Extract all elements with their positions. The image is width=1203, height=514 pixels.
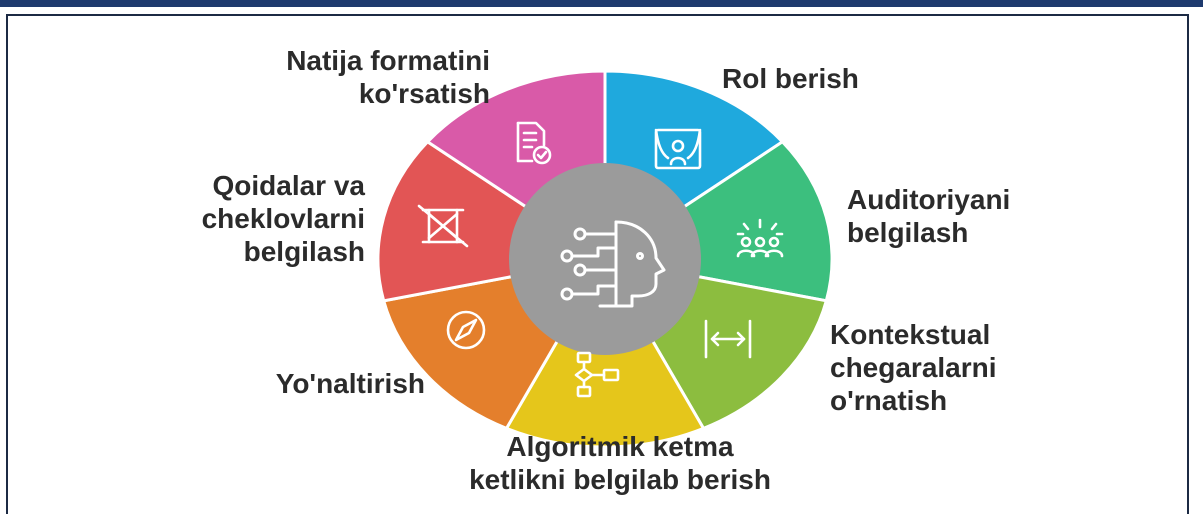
- theater-curtain-person-icon: [654, 128, 702, 170]
- label-kontekstual-chegaralarni: Kontekstual chegaralarni o'rnatish: [830, 319, 997, 416]
- label-yonaltirish: Yo'naltirish: [275, 368, 425, 399]
- crossed-rules-icon: [417, 204, 469, 248]
- label-algoritmik-ketma: Algoritmik ketma ketlikni belgilab beris…: [469, 431, 771, 495]
- label-qoidalar-va-cheklovlarni: Qoidalar va cheklovlarni belgilash: [201, 170, 365, 267]
- ai-head-circuit-icon: [560, 220, 666, 308]
- center-circle: [509, 163, 701, 355]
- label-natija-formatini: Natija formatini ko'rsatish: [286, 45, 490, 109]
- audience-group-icon: [736, 218, 784, 258]
- compass-icon: [446, 310, 486, 350]
- label-auditoriyani-belgilash: Auditoriyani belgilash: [847, 184, 1011, 248]
- top-banner-bar: [0, 0, 1203, 7]
- bounded-arrows-icon: [704, 319, 752, 359]
- flowchart-icon: [574, 351, 620, 398]
- document-check-icon: [516, 121, 552, 165]
- label-rol-berish: Rol berish: [722, 63, 859, 94]
